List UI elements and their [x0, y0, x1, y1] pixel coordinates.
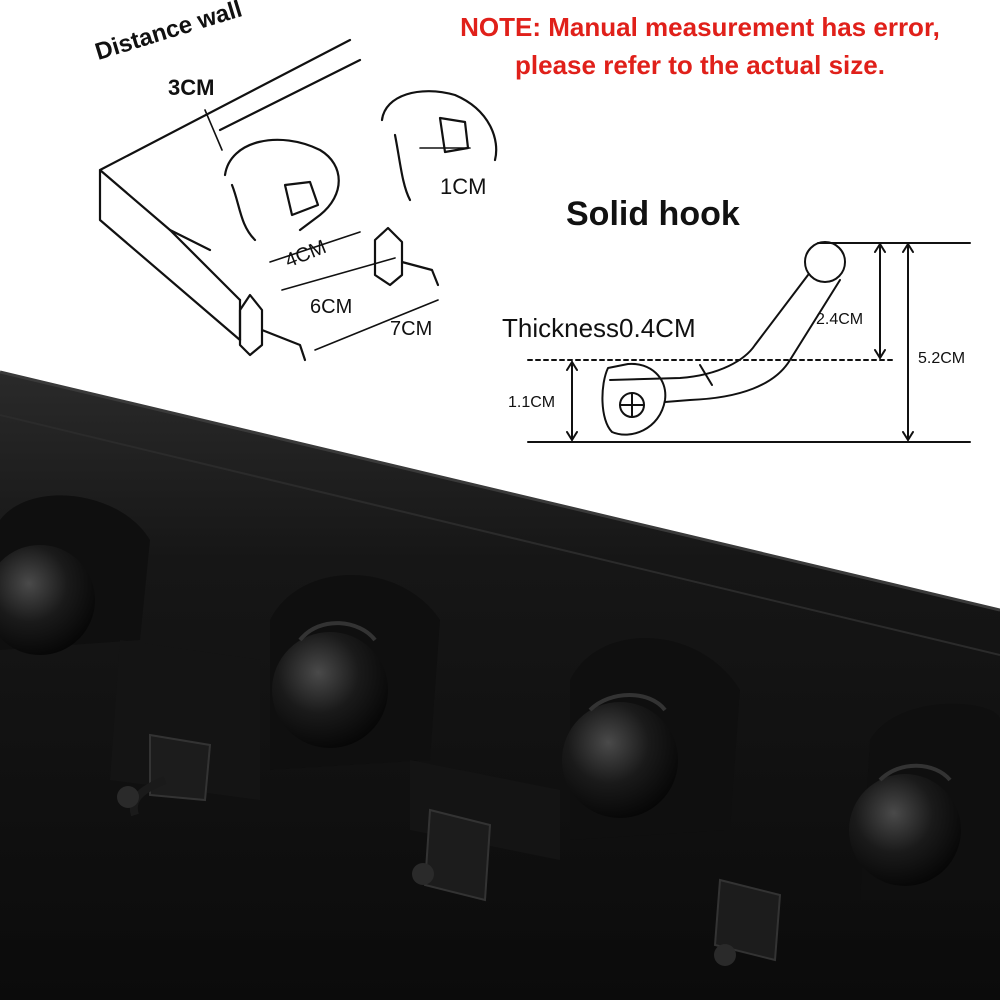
holder-2: [270, 575, 560, 902]
height-total-label: 5.2CM: [918, 350, 966, 367]
measurement-note: NOTE: Manual measurement has error, plea…: [410, 8, 990, 84]
holder-4: [849, 703, 1000, 900]
note-line-1: NOTE: Manual measurement has error,: [460, 12, 940, 42]
hook-title: Solid hook: [566, 195, 740, 233]
thickness-label: Thickness0.4CM: [502, 313, 696, 343]
width-outer-label: 7CM: [390, 318, 433, 340]
distance-value-label: 3CM: [168, 75, 215, 100]
height-upper-label: 2.4CM: [816, 311, 864, 328]
holder-1: [0, 495, 260, 817]
note-line-2: please refer to the actual size.: [515, 50, 885, 80]
width-middle-label: 6CM: [310, 296, 353, 318]
gap-value-label: 1CM: [440, 174, 487, 199]
height-lower-label: 1.1CM: [508, 394, 556, 411]
holder-3: [562, 637, 782, 966]
